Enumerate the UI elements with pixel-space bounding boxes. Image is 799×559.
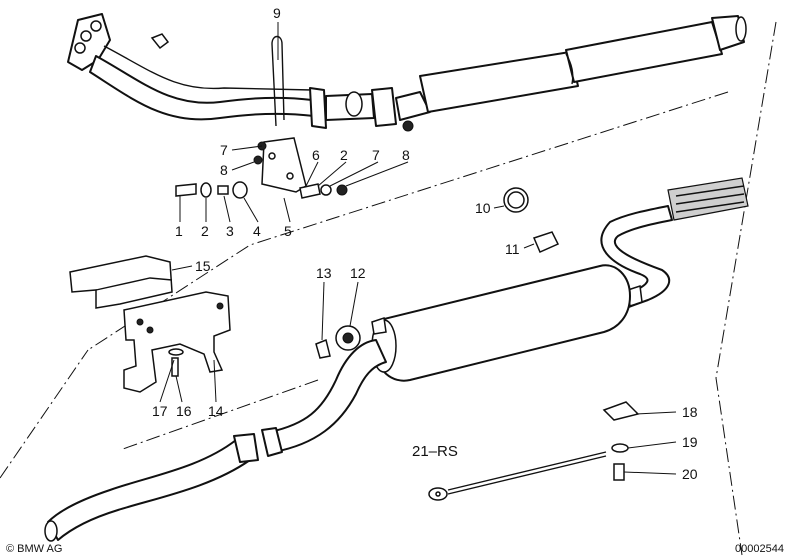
label-10: 10 [475,200,491,216]
label-14: 14 [208,403,224,419]
clip [532,231,560,253]
label-4: 4 [253,223,261,239]
label-20: 20 [682,466,698,482]
leader-lines [159,22,677,475]
label-19: 19 [682,434,698,450]
label-17: 17 [152,403,168,419]
variant-label: 21–RS [412,443,458,460]
front-pipe [67,13,327,129]
label-2-right: 2 [340,147,348,163]
mount-brackets [69,255,231,393]
ground-strap [428,401,640,501]
rubber-mount [315,325,361,359]
label-15: 15 [195,258,211,274]
part-labels: 9 7 8 6 2 7 8 1 2 3 4 5 10 11 13 12 15 1… [152,5,698,482]
label-6: 6 [312,147,320,163]
center-resonator [325,15,747,132]
label-9: 9 [273,5,281,21]
label-3: 3 [226,223,234,239]
label-13: 13 [316,265,332,281]
label-5: 5 [284,223,292,239]
label-16: 16 [176,403,192,419]
tail-pipe [600,177,749,309]
hanger-rod [271,35,285,127]
label-18: 18 [682,404,698,420]
intermediate-pipe [44,339,387,542]
label-12: 12 [350,265,366,281]
rear-muffler [371,264,631,382]
label-1: 1 [175,223,183,239]
label-8-left: 8 [220,162,228,178]
document-number: 00002544 [735,543,784,555]
label-7-left: 7 [220,142,228,158]
label-2: 2 [201,223,209,239]
bracket-assembly [175,137,348,199]
copyright-text: © BMW AG [6,543,62,555]
label-7-right: 7 [372,147,380,163]
ring-gasket [503,187,529,213]
label-11: 11 [505,241,520,257]
label-8-right: 8 [402,147,410,163]
